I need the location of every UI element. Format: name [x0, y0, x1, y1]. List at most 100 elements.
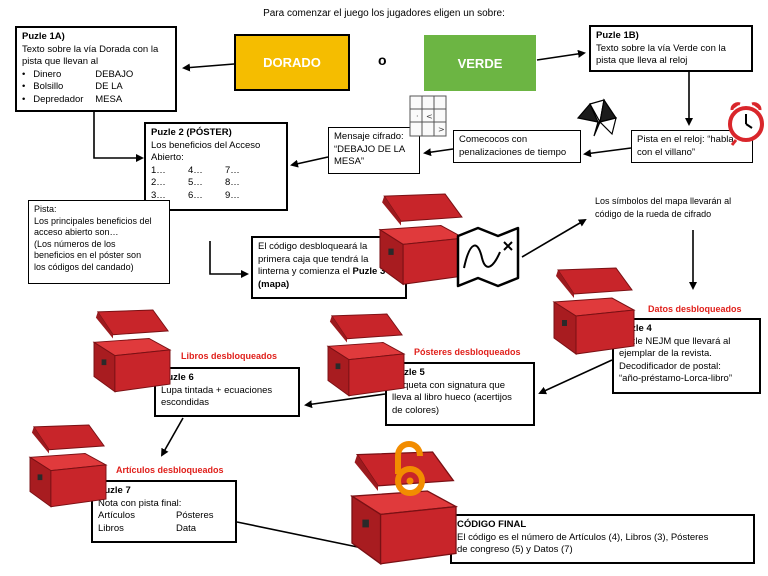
alarm-clock-icon — [728, 102, 764, 146]
puzzle-4-text: Puzle NEJM que llevará al — [619, 335, 731, 347]
puzzle-1a-title: Puzle 1A) — [22, 31, 65, 42]
puzzle-7-title: Puzle 7 — [98, 485, 131, 496]
hint-text: Los principales beneficios del — [34, 215, 152, 226]
puzzle-2-slots: 1… 4… 7… 2… 5… 8… 3… 6… 9… — [151, 165, 281, 203]
puzzle-5-title: Puzle 5 — [392, 367, 425, 378]
puzzle-5-text: lleva al libro hueco (acertijos — [392, 392, 512, 403]
puzzle-1b-box: Puzle 1B) Texto sobre la vía Verde con l… — [589, 25, 753, 72]
slot: 6… — [188, 189, 203, 201]
clock-clue-text: con el villano” — [637, 146, 696, 158]
clock-clue-text: Pista en el reloj: “habla — [637, 134, 734, 145]
item: Data — [176, 522, 197, 534]
puzzle-3-label: Puzle 3 — [352, 266, 386, 277]
puzzle-5-text: Etiqueta con signatura que — [392, 379, 506, 391]
puzzle-6-text: Lupa tintada + ecuaciones — [161, 384, 273, 396]
puzzle-7-text: Nota con pista final: — [98, 497, 182, 509]
cipher-message-box: Mensaje cifrado: “DEBAJO DE LA MESA” — [328, 127, 420, 174]
map-symbols-text: código de la rueda de cifrado — [595, 208, 712, 219]
arrow-1a-to-puzzle2 — [93, 112, 144, 162]
chest-icon — [553, 267, 635, 355]
slot: 5… — [188, 177, 203, 188]
arrow-clock-to-comecocos — [583, 147, 632, 158]
puzzle-1a-box: Puzle 1A) Texto sobre la vía Dorada con … — [15, 26, 177, 112]
slot: 7… — [225, 164, 240, 176]
slot: 1… — [151, 164, 166, 176]
arrow-puzzle4-to-puzzle5 — [538, 359, 613, 395]
comecocos-text: Comecocos con — [459, 134, 528, 145]
puzzle-2-text: Los beneficios del Acceso — [151, 139, 261, 151]
comecocos-box: Comecocos con penalizaciones de tiempo — [453, 130, 581, 163]
puzzle-5-box: Puzle 5 Etiqueta con signatura que lleva… — [385, 362, 535, 426]
arrow-puzzle5-to-puzzle6 — [304, 393, 386, 409]
svg-text:·: · — [416, 112, 419, 121]
item: Artículos — [98, 510, 135, 521]
map-symbols-text: Los símbolos del mapa llevarán al — [595, 196, 732, 206]
puzzle-4-text: “año-préstamo-Lorca-libro” — [619, 373, 732, 384]
puzzle-4-title: Puzle 4 — [619, 323, 652, 334]
item: Pósteres — [176, 510, 214, 521]
box-code-text: (mapa) — [258, 278, 290, 290]
chest-icon — [379, 193, 465, 285]
puzzle-6-text: escondidas — [161, 397, 210, 408]
slot: 8… — [225, 177, 240, 188]
label-articulos: Artículos desbloqueados — [116, 465, 224, 475]
puzzle-1a-text: Texto sobre la vía Dorada con la — [22, 43, 159, 55]
arrow-map-to-symbols — [521, 218, 587, 258]
hint-text: acceso abierto son… — [34, 227, 119, 237]
box-code-text: linterna y comienza el Puzle 3 — [258, 266, 386, 277]
item: Libros — [98, 522, 124, 534]
cipher-message-text: “DEBAJO DE LA — [334, 143, 406, 155]
slot: 3… — [151, 189, 166, 201]
puzzle-6-box: Puzle 6 Lupa tintada + ecuaciones escond… — [154, 367, 300, 417]
envelope-verde-label: VERDE — [457, 55, 503, 71]
arrow-dorado-to-1a — [182, 63, 235, 72]
arrow-puzzle6-to-chest — [161, 417, 184, 457]
envelope-dorado-label: DORADO — [263, 55, 321, 70]
or-label: o — [378, 52, 387, 68]
puzzle-2-title: Puzle 2 (PÓSTER) — [151, 127, 232, 138]
chest-icon — [29, 424, 107, 508]
arrow-puzzle7-to-final — [236, 521, 374, 553]
cipher-message-text: Mensaje cifrado: — [334, 131, 404, 142]
chest-icon — [327, 313, 405, 397]
arrow-cipher-to-puzzle2 — [290, 156, 329, 168]
box-code-text: primera caja que tendrá la — [258, 253, 369, 265]
puzzle-4-text: ejemplar de la revista. — [619, 348, 712, 359]
slot: 9… — [225, 189, 240, 201]
hint-box: Pista: Los principales beneficios del ac… — [28, 200, 170, 284]
puzzle-1b-text: pista que lleva al reloj — [596, 55, 688, 66]
puzzle-7-box: Puzle 7 Nota con pista final: Artículos … — [91, 480, 237, 543]
final-code-text: de congreso (5) y Datos (7) — [457, 544, 573, 555]
envelope-dorado[interactable]: DORADO — [234, 34, 350, 91]
arrow-hint-to-code — [209, 241, 249, 278]
envelope-verde[interactable]: VERDE — [424, 35, 536, 91]
open-access-icon — [395, 441, 425, 496]
arrow-comecocos-to-cipher — [423, 148, 454, 157]
chest-icon — [93, 309, 171, 393]
label-libros: Libros desbloqueados — [181, 351, 278, 361]
box-code-text: El código desbloqueará la — [258, 241, 368, 252]
svg-text:<: < — [426, 112, 433, 121]
puzzle-2-box: Puzle 2 (PÓSTER) Los beneficios del Acce… — [144, 122, 288, 211]
puzzle-5-text: de colores) — [392, 404, 439, 416]
slot: 2… — [151, 177, 166, 188]
final-code-title: CÓDIGO FINAL — [457, 519, 527, 530]
hint-text: beneficios en el póster son — [34, 250, 142, 260]
hint-text: (Los números de los — [34, 238, 116, 249]
comecocos-text: penalizaciones de tiempo — [459, 146, 567, 158]
hint-text: los códigos del candado) — [34, 261, 134, 272]
svg-text:>: > — [438, 125, 445, 134]
arrow-verde-to-1b — [536, 49, 586, 61]
cipher-grid-icon: · < > — [409, 95, 447, 137]
label-datos: Datos desbloqueados — [648, 304, 742, 314]
label-posteres: Pósteres desbloqueados — [414, 347, 521, 357]
page-header: Para comenzar el juego los jugadores eli… — [263, 8, 505, 19]
puzzle-1b-text: Texto sobre la vía Verde con la — [596, 42, 726, 54]
hint-title: Pista: — [34, 204, 57, 214]
fortune-teller-icon — [576, 98, 617, 137]
puzzle-6-title: Puzle 6 — [161, 372, 194, 383]
map-symbols-box: Los símbolos del mapa llevarán al código… — [590, 192, 753, 228]
